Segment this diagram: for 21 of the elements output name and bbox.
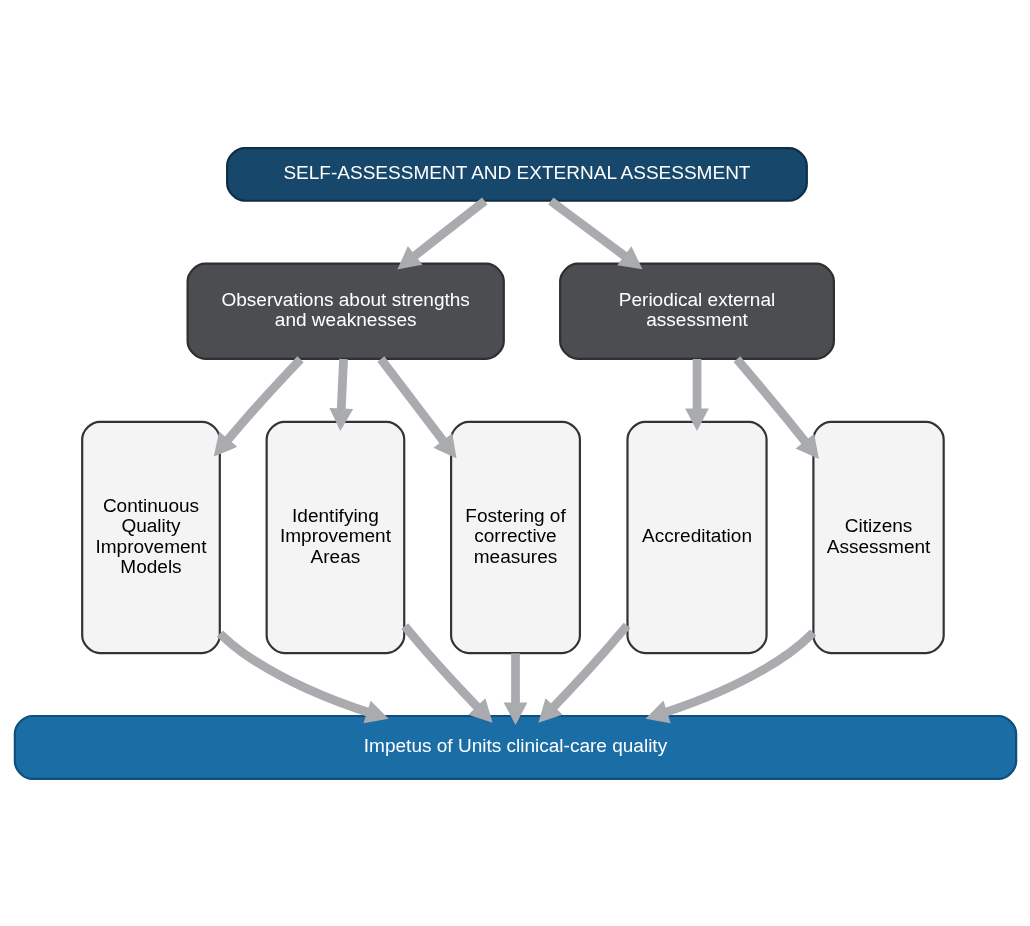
node-box: Continuous Quality Improvement Models [80, 420, 221, 654]
node-box: Impetus of Units clinical-care quality [13, 714, 1017, 780]
node-box: Observations about strengths and weaknesses [186, 262, 505, 360]
arrow [547, 197, 642, 269]
arrow [503, 652, 527, 725]
arrow [400, 622, 493, 723]
arrow [396, 197, 487, 269]
node-box: Fostering of corrective measures [449, 420, 581, 654]
node-box: Accreditation [625, 420, 768, 654]
arrow [213, 355, 304, 457]
arrow [537, 622, 630, 723]
arrow [216, 629, 389, 723]
arrow [376, 355, 457, 458]
arrow [733, 355, 819, 459]
arrow [328, 358, 353, 431]
node-box: Citizens Assessment [811, 420, 945, 654]
arrow [684, 358, 709, 431]
node-box: Periodical external assessment [558, 262, 835, 360]
arrow [645, 628, 816, 723]
node-box: Identifying Improvement Areas [265, 420, 405, 654]
node-box: SELF-ASSESSMENT AND EXTERNAL ASSESSMENT [225, 146, 808, 202]
